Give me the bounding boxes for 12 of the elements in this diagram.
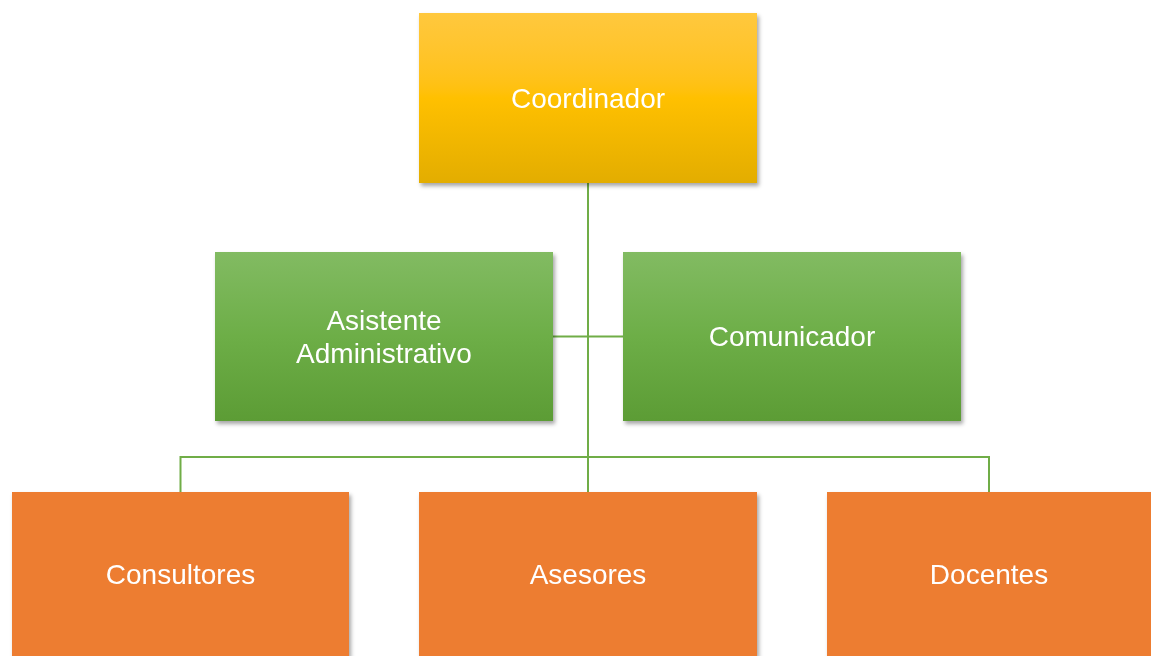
org-box — [827, 492, 1151, 656]
org-box — [215, 252, 553, 421]
org-box — [623, 252, 961, 421]
role-label: Docentes — [928, 557, 1050, 591]
role-label: Coordinador — [509, 81, 667, 115]
role-label: Consultores — [104, 557, 257, 591]
org-box — [419, 13, 757, 183]
org-box — [12, 492, 349, 656]
role-label: Asistente Administrativo — [295, 303, 473, 370]
role-label: Asesores — [528, 557, 648, 591]
org-box — [419, 492, 757, 656]
role-label: Comunicador — [707, 320, 877, 353]
